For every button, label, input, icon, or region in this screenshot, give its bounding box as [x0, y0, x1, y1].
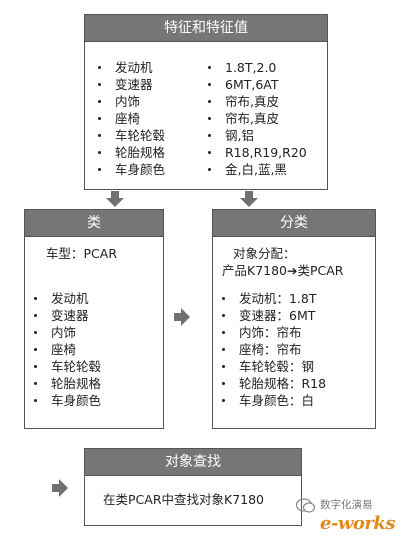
classify-item-list: 发动机：1.8T 变速器：6MT 内饰：帘布 座椅：帘布 车轮轮毂：钢 轮胎规格… [217, 290, 326, 409]
classify-box: 分类 对象分配： 产品K7180➔类PCAR 发动机：1.8T 变速器：6MT … [212, 209, 376, 429]
feature-value-item: 6MT,6AT [203, 76, 307, 93]
feature-value-list: 1.8T,2.0 6MT,6AT 帘布,真皮 帘布,真皮 钢,铝 R18,R19… [203, 59, 307, 178]
class-feature-item: 车轮轮毂 [29, 358, 101, 375]
class-box: 类 车型：PCAR 发动机 变速器 内饰 座椅 车轮轮毂 轮胎规格 车身颜色 [24, 209, 164, 429]
classify-item: 变速器：6MT [217, 307, 326, 324]
down-arrow-icon [240, 191, 258, 207]
feature-item: 内饰 [93, 93, 165, 110]
watermark: 数字化演易 e-works [296, 496, 408, 540]
features-box-title: 特征和特征值 [85, 15, 327, 42]
classify-item: 轮胎规格：R18 [217, 375, 326, 392]
feature-value-item: 1.8T,2.0 [203, 59, 307, 76]
feature-value-item: 钢,铝 [203, 127, 307, 144]
class-feature-item: 变速器 [29, 307, 101, 324]
feature-item: 车身颜色 [93, 161, 165, 178]
right-arrow-icon [52, 479, 68, 497]
classify-item: 座椅：帘布 [217, 341, 326, 358]
assign-value: 产品K7180➔类PCAR [222, 263, 344, 278]
wechat-icon [296, 498, 316, 513]
feature-item: 车轮轮毂 [93, 127, 165, 144]
class-feature-item: 内饰 [29, 324, 101, 341]
class-feature-item: 座椅 [29, 341, 101, 358]
feature-item: 轮胎规格 [93, 144, 165, 161]
search-description: 在类PCAR中查找对象K7180 [103, 492, 265, 507]
assign-label: 对象分配： [233, 246, 296, 261]
feature-list: 发动机 变速器 内饰 座椅 车轮轮毂 轮胎规格 车身颜色 [93, 59, 165, 178]
feature-item: 座椅 [93, 110, 165, 127]
eworks-logo: e-works [320, 513, 396, 534]
feature-value-item: 帘布,真皮 [203, 93, 307, 110]
class-box-title: 类 [25, 210, 163, 237]
class-feature-list: 发动机 变速器 内饰 座椅 车轮轮毂 轮胎规格 车身颜色 [29, 290, 101, 409]
feature-value-item: R18,R19,R20 [203, 144, 307, 161]
feature-value-item: 帘布,真皮 [203, 110, 307, 127]
down-arrow-icon [106, 191, 124, 207]
class-feature-item: 车身颜色 [29, 392, 101, 409]
search-box-title: 对象查找 [85, 449, 301, 476]
search-box: 对象查找 在类PCAR中查找对象K7180 [84, 448, 302, 526]
class-feature-item: 轮胎规格 [29, 375, 101, 392]
classify-item: 发动机：1.8T [217, 290, 326, 307]
features-box: 特征和特征值 发动机 变速器 内饰 座椅 车轮轮毂 轮胎规格 车身颜色 1.8T… [84, 14, 328, 190]
feature-item: 发动机 [93, 59, 165, 76]
classify-item: 车身颜色：白 [217, 392, 326, 409]
feature-value-item: 金,白,蓝,黑 [203, 161, 307, 178]
watermark-text: 数字化演易 [320, 499, 373, 511]
right-arrow-icon [174, 308, 190, 326]
classify-item: 车轮轮毂：钢 [217, 358, 326, 375]
car-type-label: 车型：PCAR [46, 246, 118, 261]
classify-box-title: 分类 [213, 210, 375, 237]
feature-item: 变速器 [93, 76, 165, 93]
classify-item: 内饰：帘布 [217, 324, 326, 341]
class-feature-item: 发动机 [29, 290, 101, 307]
